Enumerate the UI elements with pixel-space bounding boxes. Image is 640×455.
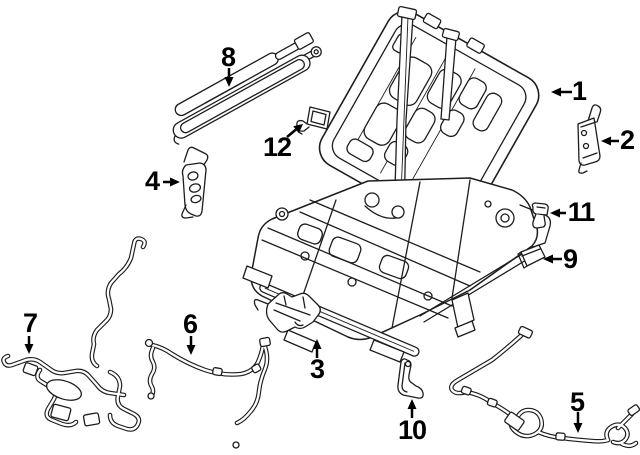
callout-11-label: 11 — [567, 197, 596, 227]
callout-1-arrow — [551, 87, 572, 97]
callout-12-label: 12 — [262, 132, 292, 162]
callout-8-label: 8 — [220, 42, 236, 72]
hook-part-10-drawing — [397, 358, 424, 399]
seat-base-frame-drawing — [242, 177, 552, 363]
callout-3-label: 3 — [309, 354, 325, 384]
callout-10-arrow — [407, 399, 417, 418]
cable-part-5-drawing — [448, 325, 640, 449]
callout-9-label: 9 — [562, 244, 578, 274]
bracket-part-12-drawing — [296, 106, 331, 135]
callout-4-arrow — [163, 177, 180, 187]
callout-1-label: 1 — [571, 76, 587, 106]
callout-3-arrow — [312, 339, 322, 358]
bracket-part-3-drawing — [253, 292, 321, 333]
callout-12-arrow — [286, 124, 303, 138]
callout-6-arrow — [186, 336, 196, 355]
callout-7-label: 7 — [22, 308, 38, 338]
callout-arrows — [24, 68, 619, 433]
callout-4-label: 4 — [144, 166, 160, 196]
pad-part-9-drawing — [517, 244, 546, 269]
bracket-part-4-drawing — [181, 146, 209, 219]
callout-5-arrow — [573, 412, 583, 433]
cable-part-6-drawing — [144, 336, 271, 449]
bracket-part-2-drawing — [577, 104, 602, 174]
callout-6-label: 6 — [182, 309, 198, 339]
clip-part-11-drawing — [531, 202, 549, 229]
callout-7-arrow — [24, 336, 34, 354]
callout-5-label: 5 — [569, 387, 585, 417]
harness-part-7-drawing — [1, 236, 147, 432]
callout-11-arrow — [550, 208, 566, 218]
callout-10-label: 10 — [397, 415, 427, 445]
callout-2-label: 2 — [619, 125, 635, 155]
callout-9-arrow — [543, 254, 562, 264]
callout-8-arrow — [224, 68, 234, 87]
strut-part-8-drawing — [172, 32, 322, 145]
callout-2-arrow — [601, 136, 619, 146]
